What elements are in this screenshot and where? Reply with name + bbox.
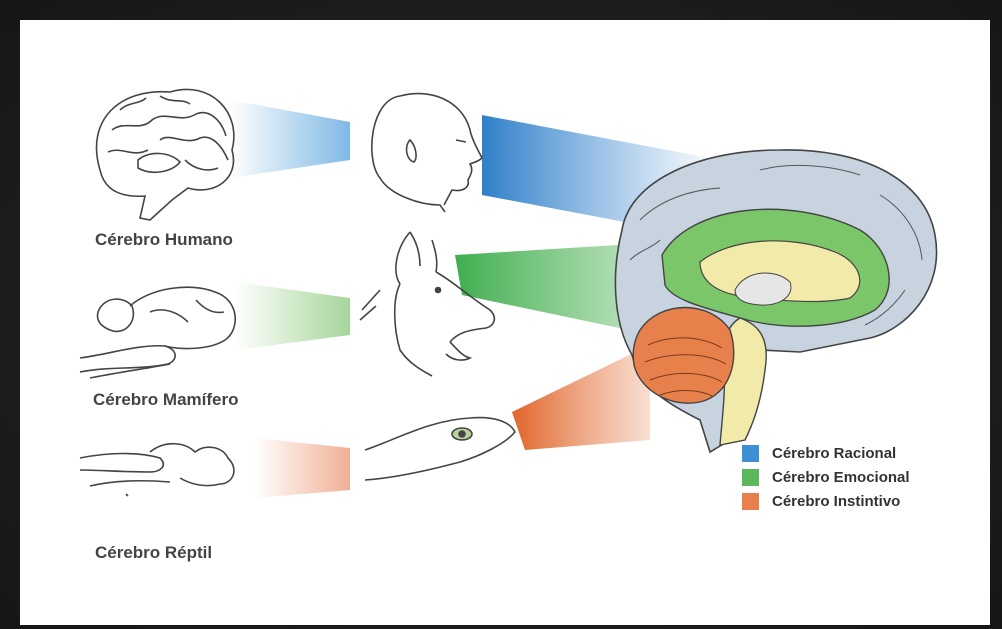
legend-item-rational: Cérebro Racional: [742, 441, 910, 465]
label-mammal-brain: Cérebro Mamífero: [93, 390, 238, 410]
human-brain-sketch: [96, 89, 233, 220]
label-reptile-brain: Cérebro Réptil: [95, 543, 212, 563]
beam-instinctive-right: [512, 345, 650, 450]
legend-swatch-green: [742, 469, 759, 486]
cerebellum-region: [633, 308, 734, 404]
reptile-brain-sketch: [80, 444, 234, 496]
beam-mammal-left: [235, 282, 350, 350]
legend-label-emotional: Cérebro Emocional: [772, 469, 910, 486]
mammal-brain-sketch: [80, 287, 235, 378]
dog-head-icon: [360, 232, 494, 376]
legend-item-instinctive: Cérebro Instintivo: [742, 489, 910, 513]
legend-label-rational: Cérebro Racional: [772, 445, 896, 462]
human-head-icon: [372, 94, 482, 212]
snake-head-icon: [365, 418, 515, 480]
legend-swatch-blue: [742, 445, 759, 462]
label-human-brain: Cérebro Humano: [95, 230, 233, 250]
beam-human-left: [230, 100, 350, 178]
legend: Cérebro Racional Cérebro Emocional Céreb…: [742, 441, 910, 513]
legend-item-emotional: Cérebro Emocional: [742, 465, 910, 489]
legend-label-instinctive: Cérebro Instintivo: [772, 493, 900, 510]
big-brain-cross-section: [615, 150, 936, 452]
legend-swatch-orange: [742, 493, 759, 510]
beam-reptile-left: [255, 438, 350, 498]
